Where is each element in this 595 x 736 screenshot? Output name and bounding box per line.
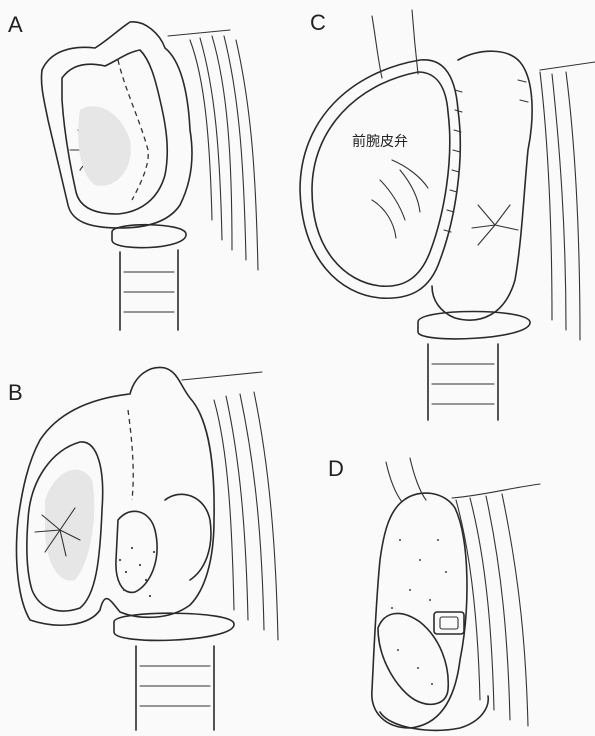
panel-b-outer-wall [17, 367, 215, 625]
panel-c-forearm-flap [300, 60, 460, 298]
panel-b-cricoid [114, 613, 234, 640]
panel-c-letter: C [310, 10, 326, 35]
panel-d-tracheostoma [434, 612, 464, 634]
panel-b-neck-muscles [182, 372, 278, 640]
panel-c-flap-strokes [372, 160, 428, 238]
panel-c-flap-label: 前腕皮弁 [352, 133, 408, 150]
panel-d-inner-pouch [378, 613, 448, 704]
panel-a-tracheal-rings [124, 272, 174, 312]
panel-d-neck-muscles [386, 458, 540, 726]
panel-d-tracheostoma-inner [440, 617, 458, 629]
panel-d-letter: D [328, 456, 344, 481]
panel-c-star-lines [472, 205, 518, 245]
panel-c: C 前腕皮弁 [300, 10, 595, 420]
panel-d: D [328, 456, 540, 730]
panel-c-trachea [428, 344, 498, 420]
panel-c-cricoid [418, 312, 530, 339]
panel-a-shading [78, 106, 131, 186]
panel-b-letter: B [8, 380, 23, 405]
panel-b-incision-line [128, 410, 133, 500]
panel-d-base [380, 696, 488, 730]
panel-a: A [8, 12, 258, 330]
panel-c-tracheal-rings [432, 364, 494, 404]
panel-b-right-cavity [116, 494, 211, 592]
panel-a-neck-muscles [168, 30, 258, 270]
panel-a-letter: A [8, 12, 23, 37]
panel-b-stipple [119, 547, 155, 597]
panel-c-neck-muscles [372, 10, 595, 340]
panel-b-shading [45, 470, 94, 581]
panel-b: B [8, 367, 278, 730]
panel-d-flap-body [372, 493, 467, 728]
panel-b-tracheal-rings [140, 666, 210, 706]
panel-a-trachea [120, 250, 178, 330]
panel-b-trachea [136, 646, 214, 730]
